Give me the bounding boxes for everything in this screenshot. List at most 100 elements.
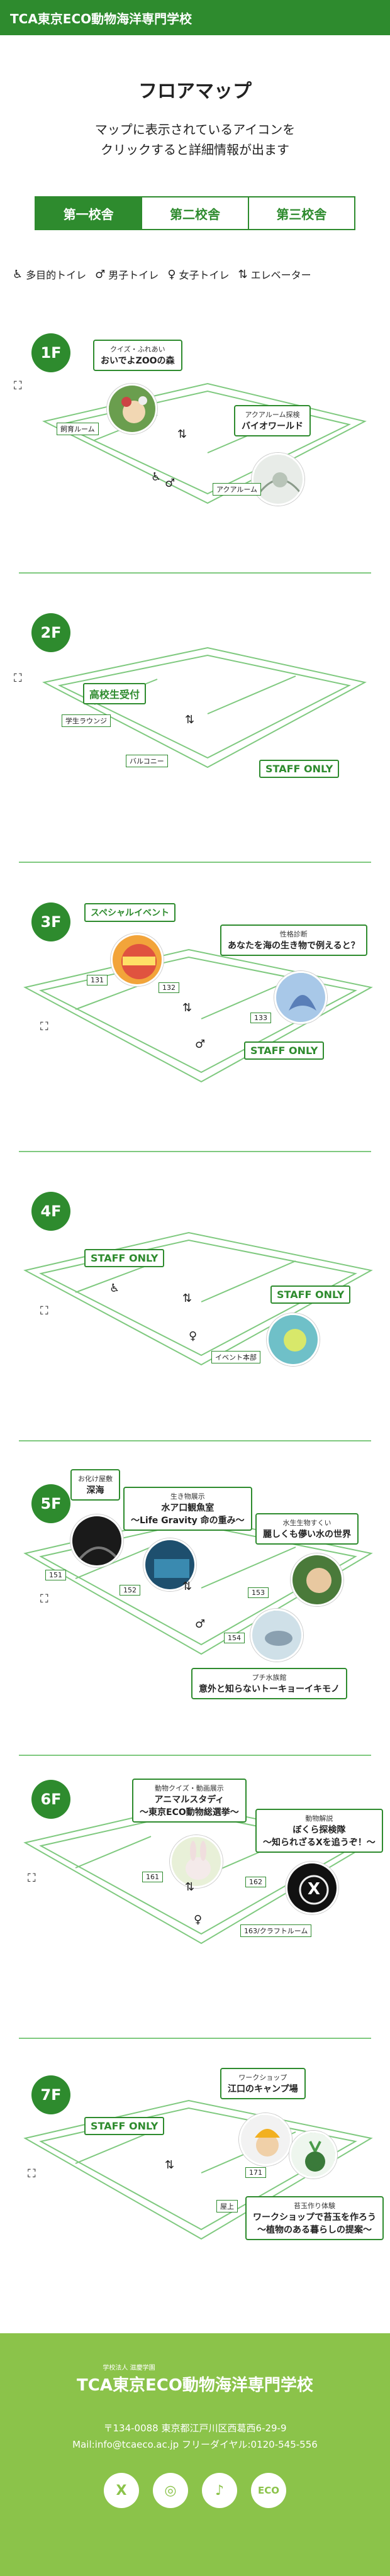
event-bubble-personality[interactable]: 性格診断 あなたを海の生き物で例えると？ xyxy=(220,924,367,956)
event-photo-bio-world[interactable] xyxy=(252,453,304,506)
event-sub: プチ水族館 xyxy=(252,1674,287,1682)
event-photo-zoo-forest[interactable] xyxy=(107,384,157,434)
event-bubble-explorers[interactable]: 動物解説 ぼくら探検隊 〜知られざるXを追うぞ！〜 xyxy=(255,1809,383,1853)
room-tag-133[interactable]: 133 xyxy=(250,1013,271,1023)
floor-5f: 5F お化け屋敷 深海 生き物展示 水ア口観魚室 〜Life Gravity 命… xyxy=(0,1459,390,1755)
event-photo-animal-study[interactable] xyxy=(170,1835,223,1888)
room-tag-153[interactable]: 153 xyxy=(248,1587,269,1598)
womens-toilet-icon: ♀ xyxy=(194,1913,203,1926)
room-tag-171[interactable]: 171 xyxy=(245,2167,266,2178)
event-photo-personality[interactable] xyxy=(274,971,327,1024)
event-title: ぼくら探検隊 xyxy=(292,1825,346,1835)
x-twitter-icon[interactable]: X xyxy=(104,2473,139,2508)
multipurpose-toilet-icon: ♿ xyxy=(151,470,162,484)
photo-letter: X xyxy=(307,1880,321,1899)
room-box-staff-only-2: STAFF ONLY xyxy=(270,1285,351,1304)
photo-person xyxy=(292,1555,342,1604)
room-tag-event-hq[interactable]: イベント本部 xyxy=(211,1351,260,1363)
event-bubble-deep-sea[interactable]: お化け屋敷 深海 xyxy=(70,1469,120,1501)
tab-building-3[interactable]: 第三校舎 xyxy=(276,206,327,222)
room-tag-162[interactable]: 162 xyxy=(245,1877,266,1887)
room-tag-balcony[interactable]: バルコニー xyxy=(126,755,168,767)
room-box-reception[interactable]: 高校生受付 xyxy=(83,683,147,704)
page-description: マップに表示されているアイコンを クリックすると詳細情報が出ます xyxy=(0,119,390,160)
event-bubble-tokyo-creatures[interactable]: プチ水族館 意外と知らないトーキョーイキモノ xyxy=(191,1668,347,1699)
description-line-1: マップに表示されているアイコンを xyxy=(94,122,296,137)
event-title: 麗しくも儚い水の世界 xyxy=(263,1530,351,1540)
room-tag-161[interactable]: 161 xyxy=(142,1872,163,1882)
floor-badge-1f: 1F xyxy=(31,333,70,372)
room-tag-152[interactable]: 152 xyxy=(120,1585,140,1596)
floor-badge-3f: 3F xyxy=(31,902,70,941)
event-title-2: 〜植物のある暮らしの提案〜 xyxy=(257,2225,372,2235)
room-tag-163-craft[interactable]: 163/クラフトルーム xyxy=(240,1924,312,1937)
legend-label: エレベーター xyxy=(250,269,311,281)
legend-multipurpose-toilet: ♿ 多目的トイレ xyxy=(13,267,86,282)
room-tag-154[interactable]: 154 xyxy=(224,1633,245,1643)
event-title: 水ア口観魚室 xyxy=(161,1503,214,1513)
floor-badge-5f: 5F xyxy=(31,1484,70,1523)
room-tag-132[interactable]: 132 xyxy=(159,982,179,993)
footer-logo-sub: 学校法人 滋慶学園 xyxy=(103,2365,155,2372)
event-bubble-animal-study[interactable]: 動物クイズ・動画展示 アニマルスタディ 〜東京ECO動物総選挙〜 xyxy=(132,1779,247,1823)
footer-address: 〒134-0088 東京都江戸川区西葛西6-29-9 xyxy=(103,2423,287,2434)
photo-deep-sea xyxy=(72,1516,121,1565)
legend-label: 男子トイレ xyxy=(108,269,159,281)
event-title-2: 〜Life Gravity 命の重み〜 xyxy=(131,1516,245,1526)
floor-3f: 3F スペシャルイベント 131 132 性格診断 あなたを海の生き物で例えると… xyxy=(0,893,390,1151)
floor-7f: 7F ワークショップ 江口のキャンプ場 STAFF ONLY ⛶ ⇅ 171 屋… xyxy=(0,2057,390,2327)
event-bubble-life-gravity[interactable]: 生き物展示 水ア口観魚室 〜Life Gravity 命の重み〜 xyxy=(123,1487,252,1531)
icon-legend: ♿ 多目的トイレ ♂ 男子トイレ ♀ 女子トイレ ⇅ エレベーター xyxy=(13,267,377,282)
event-photo-life-gravity[interactable] xyxy=(143,1538,196,1591)
event-sub: 性格診断 xyxy=(279,930,308,938)
event-bubble-water-world[interactable]: 水生生物すくい 麗しくも儚い水の世界 xyxy=(255,1513,359,1545)
room-tag-131[interactable]: 131 xyxy=(87,975,108,985)
floor-1f: 1F ⛶ クイズ・ふれあい おいでよZOOの森 飼育ルーム ⇅ ♿ ♂ アクアル… xyxy=(0,314,390,572)
photo-camp xyxy=(241,2115,290,2164)
mens-toilet-icon: ♂ xyxy=(195,1038,206,1051)
photo-rabbit xyxy=(172,1837,221,1886)
photo-special-event xyxy=(113,935,162,984)
tab-building-1[interactable]: 第一校舎 xyxy=(36,197,143,229)
tiktok-icon[interactable]: ♪ xyxy=(202,2473,237,2508)
event-sub: 生き物展示 xyxy=(170,1492,205,1501)
stairs-icon: ⛶ xyxy=(14,672,22,685)
instagram-icon[interactable]: ◎ xyxy=(153,2473,188,2508)
womens-toilet-icon: ♀ xyxy=(189,1330,198,1343)
event-bubble-camp[interactable]: ワークショップ 江口のキャンプ場 xyxy=(220,2068,306,2099)
event-bubble-bio-world[interactable]: アクアルーム探検 バイオワールド xyxy=(234,405,311,436)
floor-badge-4f: 4F xyxy=(31,1192,70,1231)
floor-plan-1f xyxy=(42,382,367,504)
tab-building-2[interactable]: 第二校舎 xyxy=(142,197,249,229)
event-bubble-moss-ball[interactable]: 苔玉作り体験 ワークショップで苔玉を作ろう 〜植物のある暮らしの提案〜 xyxy=(245,2196,384,2240)
elevator-icon: ⇅ xyxy=(165,2158,175,2172)
footer-logo[interactable]: TCA東京ECO動物海洋専門学校 xyxy=(77,2376,313,2395)
room-tag-animal-room[interactable]: 飼育ルーム xyxy=(57,423,99,435)
event-photo-petit-aquarium[interactable] xyxy=(250,1609,303,1662)
event-photo-water-world[interactable] xyxy=(291,1553,343,1606)
site-title[interactable]: TCA東京ECO動物海洋専門学校 xyxy=(10,11,192,26)
floor-plan-7f xyxy=(23,2099,373,2240)
event-sub: クイズ・ふれあい xyxy=(109,345,165,353)
room-box-staff-only: STAFF ONLY xyxy=(84,1249,165,1267)
floor-badge-7f: 7F xyxy=(31,2075,70,2114)
room-tag-student-lounge[interactable]: 学生ラウンジ xyxy=(62,714,111,727)
event-sub: 水生生物すくい xyxy=(282,1519,332,1527)
multipurpose-toilet-icon: ♿ xyxy=(109,1282,120,1295)
event-photo-explorers[interactable]: X xyxy=(286,1862,338,1914)
event-bubble-zoo-forest[interactable]: クイズ・ふれあい おいでよZOOの森 xyxy=(93,340,182,371)
room-tag-151[interactable]: 151 xyxy=(45,1570,66,1580)
room-box-special-event[interactable]: スペシャルイベント xyxy=(84,903,176,922)
stairs-icon: ⛶ xyxy=(14,379,22,392)
elevator-icon: ⇅ xyxy=(177,428,187,441)
event-photo-moss-ball[interactable] xyxy=(289,2131,337,2179)
room-tag-aqua-room[interactable]: アクアルーム xyxy=(213,483,262,496)
event-sub: 苔玉作り体験 xyxy=(294,2202,335,2210)
legend-elevator: ⇅ エレベーター xyxy=(238,267,311,282)
event-photo-special[interactable] xyxy=(111,933,164,986)
event-photo-camp[interactable] xyxy=(239,2113,292,2166)
event-photo-4f[interactable] xyxy=(267,1313,320,1366)
room-tag-rooftop[interactable]: 屋上 xyxy=(216,2200,238,2212)
event-photo-deep-sea[interactable] xyxy=(70,1514,123,1567)
eco-logo-icon[interactable]: ECO xyxy=(251,2473,286,2508)
